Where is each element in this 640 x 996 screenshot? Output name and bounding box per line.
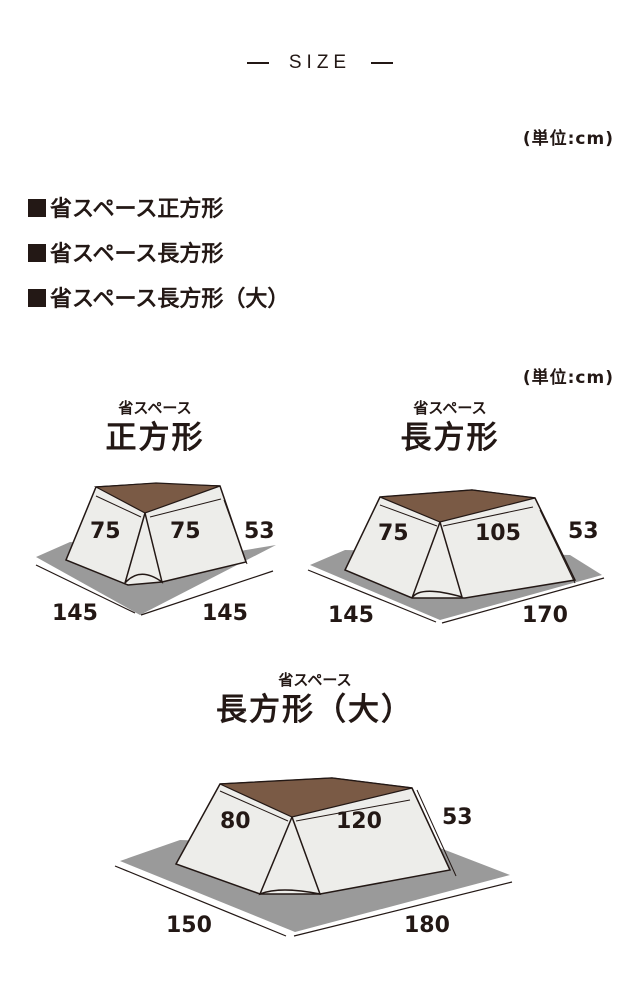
- diagram-title-rect: 省スペース 長方形: [400, 399, 500, 456]
- size-title: SIZE: [288, 52, 352, 73]
- diagram-rect: 75 105 53 145 170: [307, 489, 605, 628]
- svg-text:145: 145: [202, 601, 248, 626]
- svg-text:145: 145: [328, 603, 374, 628]
- type-item-rect-large: 省スペース長方形（大）: [28, 285, 289, 330]
- unit-label-diagrams: (単位:cm): [522, 368, 614, 388]
- svg-text:75: 75: [170, 519, 201, 544]
- tabletop: [219, 777, 413, 818]
- diagram-title-square: 省スペース 正方形: [105, 399, 205, 456]
- square-bullet-icon: [28, 199, 46, 217]
- diagram-square: 75 75 53 145 145: [35, 482, 276, 626]
- type-list: 省スペース正方形 省スペース長方形 省スペース長方形（大）: [28, 195, 289, 330]
- svg-text:170: 170: [522, 603, 568, 628]
- type-item-square: 省スペース正方形: [28, 195, 289, 240]
- unit-label-top: (単位:cm): [522, 129, 614, 149]
- tabletop: [93, 482, 221, 514]
- svg-text:53: 53: [244, 519, 275, 544]
- svg-text:180: 180: [404, 913, 450, 938]
- diagram-rect-large: 80 120 53 150 180: [114, 777, 513, 938]
- svg-text:80: 80: [220, 809, 251, 834]
- dash-right: [371, 62, 394, 64]
- svg-text:53: 53: [442, 805, 473, 830]
- svg-text:75: 75: [90, 519, 121, 544]
- svg-text:105: 105: [475, 521, 521, 546]
- svg-text:53: 53: [568, 519, 599, 544]
- tabletop: [379, 489, 536, 523]
- square-bullet-icon: [28, 289, 46, 307]
- svg-text:75: 75: [378, 521, 409, 546]
- size-heading: SIZE: [0, 52, 640, 74]
- type-item-rect: 省スペース長方形: [28, 240, 289, 285]
- square-bullet-icon: [28, 244, 46, 262]
- diagram-title-rect-large: 省スペース 長方形（大）: [216, 671, 414, 728]
- dash-left: [246, 62, 269, 64]
- svg-text:145: 145: [52, 601, 98, 626]
- svg-text:120: 120: [336, 809, 382, 834]
- svg-text:150: 150: [166, 913, 212, 938]
